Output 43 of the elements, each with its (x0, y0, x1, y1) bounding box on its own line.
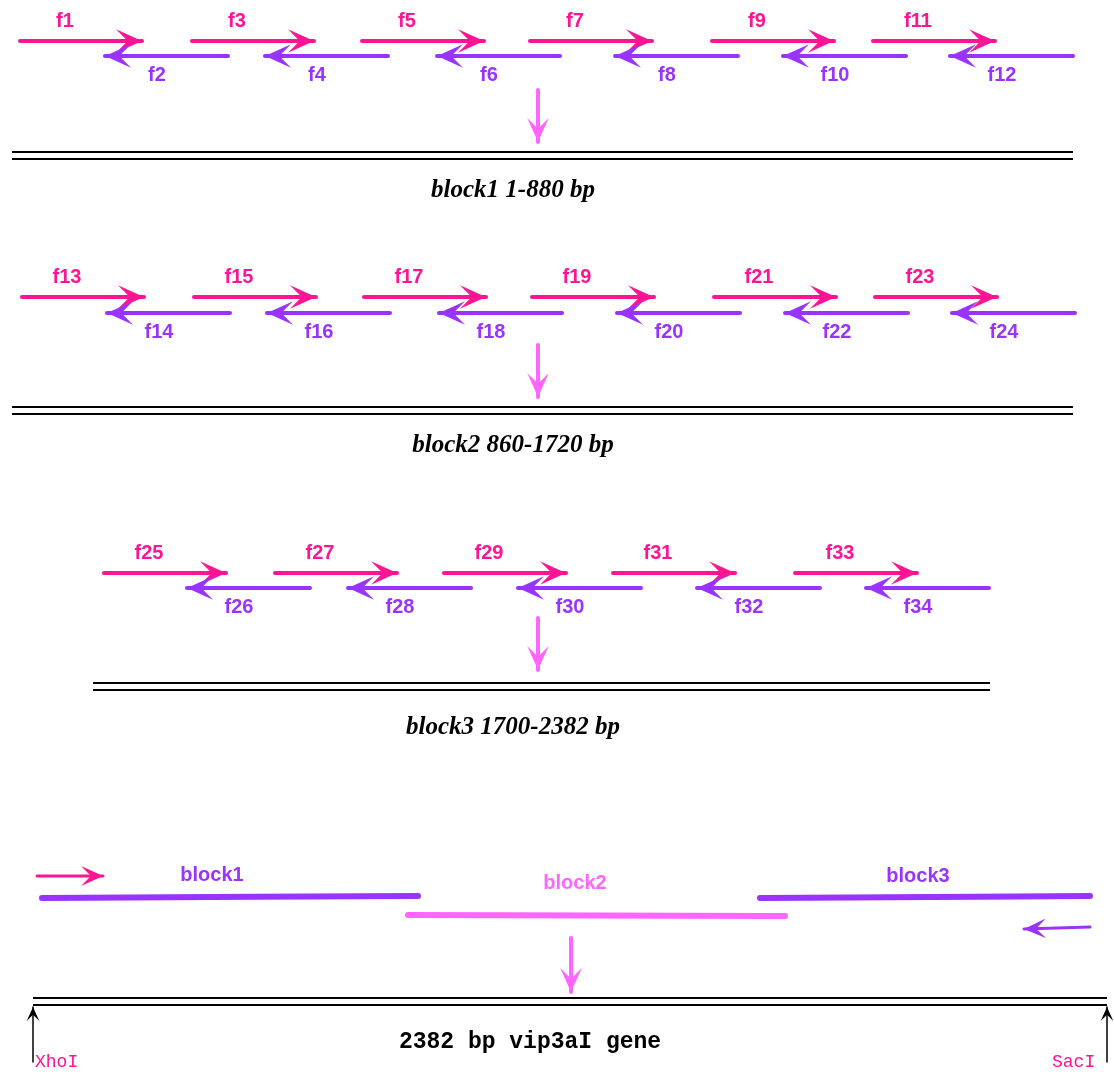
oligo-label: f19 (562, 265, 592, 287)
block-caption: block2 860-1720 bp (412, 430, 614, 458)
oligo-label: f21 (744, 265, 774, 287)
oligo-label: f5 (398, 9, 416, 31)
oligo-label: f22 (822, 320, 852, 342)
oligo-label: f11 (904, 9, 932, 31)
oligo-label: f28 (385, 595, 415, 617)
oligo-label: f16 (304, 320, 334, 342)
oligo-label: f20 (654, 320, 684, 342)
oligo-label: f29 (474, 541, 504, 563)
oligo-label: f12 (987, 63, 1017, 85)
oligo-label: f25 (134, 541, 164, 563)
gene-label: 2382 bp vip3aI gene (398, 1030, 662, 1056)
oligo-label: f3 (228, 9, 246, 31)
oligo-label: f34 (903, 595, 933, 617)
oligo-label: f10 (820, 63, 850, 85)
oligo-label: f14 (144, 320, 174, 342)
oligo-label: f8 (658, 63, 676, 85)
oligo-label: f23 (905, 265, 935, 287)
oligo-label: f31 (643, 541, 673, 563)
oligo-label: f9 (748, 9, 766, 31)
oligo-label: f4 (308, 63, 326, 85)
restriction-site-label: XhoI (35, 1053, 79, 1073)
block-label: block3 (886, 864, 950, 886)
oligo-label: f6 (480, 63, 498, 85)
oligo-label: f15 (224, 265, 254, 287)
oligo-label: f27 (305, 541, 335, 563)
block-label: block2 (543, 871, 607, 893)
oligo-label: f13 (52, 265, 82, 287)
oligo-label: f18 (476, 320, 506, 342)
oligo-label: f7 (566, 9, 584, 31)
oligo-label: f26 (224, 595, 254, 617)
oligo-label: f33 (825, 541, 855, 563)
oligo-label: f24 (989, 320, 1019, 342)
restriction-site-label: SacI (1052, 1053, 1096, 1073)
oligo-label: f1 (56, 9, 74, 31)
oligo-label: f30 (555, 595, 585, 617)
oligo-label: f32 (734, 595, 764, 617)
oligo-label: f17 (394, 265, 424, 287)
oligo-label: f2 (148, 63, 166, 85)
block-caption: block3 1700-2382 bp (406, 712, 620, 740)
block-label: block1 (180, 863, 244, 885)
block-caption: block1 1-880 bp (431, 175, 595, 203)
